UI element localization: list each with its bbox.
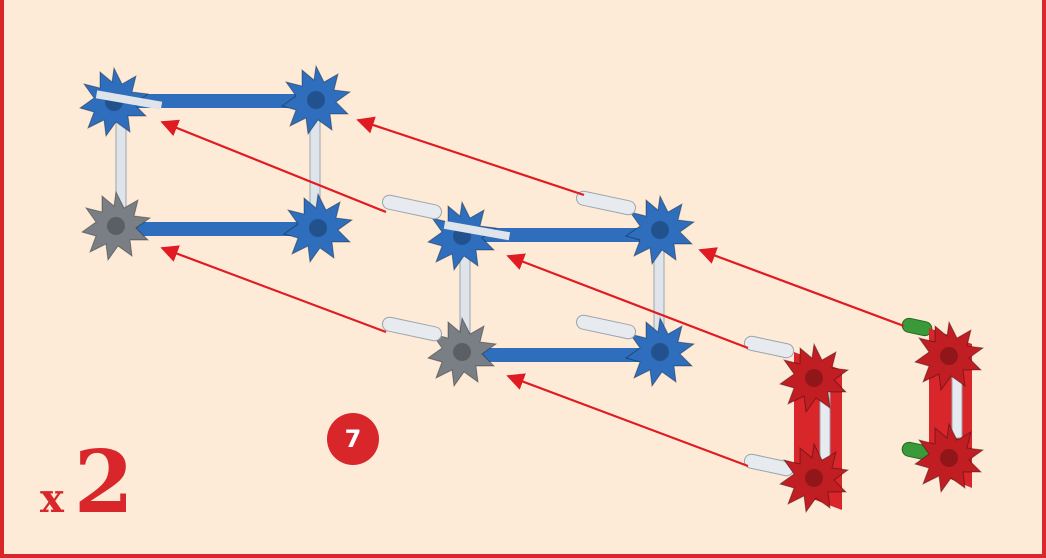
red-bracket-right xyxy=(901,317,984,493)
step-number: 7 xyxy=(344,425,362,453)
assembly-arrows xyxy=(160,116,905,468)
step-number-badge: 7 xyxy=(327,413,379,465)
middle-frame-assembly xyxy=(382,190,695,387)
quantity-count: 2 xyxy=(73,432,134,533)
quantity-prefix: x xyxy=(40,475,64,522)
left-frame-assembly xyxy=(79,65,353,263)
assembly-diagram-icon xyxy=(79,65,984,513)
red-bracket-left xyxy=(743,335,849,513)
quantity-indicator: x 2 xyxy=(40,440,134,526)
